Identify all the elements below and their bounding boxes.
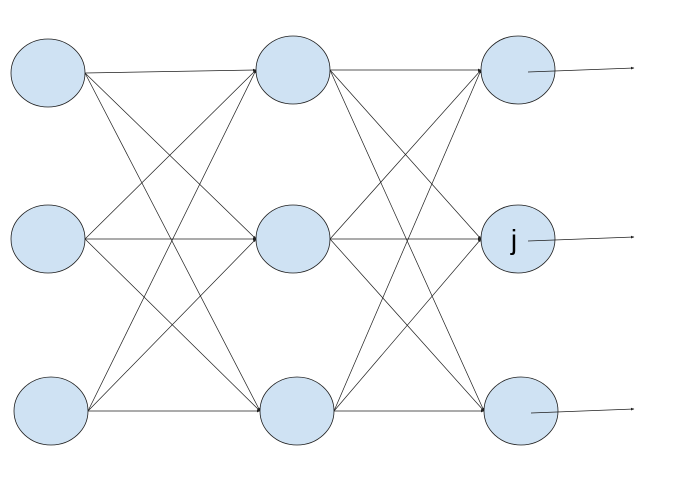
node-layer3-1 xyxy=(480,35,556,105)
node-circle xyxy=(255,204,331,274)
edge-l2n3-l3n1 xyxy=(333,69,482,412)
node-layer3-3 xyxy=(483,376,559,446)
node-layer2-1 xyxy=(255,35,331,105)
node-circle xyxy=(480,35,556,105)
edge-l2n3-l3n2 xyxy=(333,238,482,412)
node-layer1-1 xyxy=(10,38,86,108)
edge-l2n2-l3n3 xyxy=(329,238,485,412)
edge-l1n1-l2n1 xyxy=(84,68,257,74)
edge-l1n2-l2n3 xyxy=(84,238,261,412)
node-circle xyxy=(480,204,556,274)
node-circle xyxy=(10,204,86,274)
node-layer1-2 xyxy=(10,204,86,274)
output-arrow-2 xyxy=(527,235,635,242)
output-arrow-1 xyxy=(527,66,635,73)
nodes: j xyxy=(10,35,635,446)
node-layer3-2: j xyxy=(480,204,556,274)
edge-l2n1-l3n3 xyxy=(329,69,485,412)
node-layer2-2 xyxy=(255,204,331,274)
node-layer2-3 xyxy=(259,376,335,446)
edge-l1n2-l2n1 xyxy=(84,69,257,240)
edge-l1n3-l2n1 xyxy=(87,69,257,412)
node-circle xyxy=(255,35,331,105)
edge-l1n1-l2n3 xyxy=(84,72,261,412)
node-layer1-3 xyxy=(13,376,89,446)
connections xyxy=(84,68,485,413)
edge-l2n2-l3n1 xyxy=(329,69,482,240)
node-circle xyxy=(10,38,86,108)
node-circle xyxy=(483,376,559,446)
node-circle xyxy=(259,376,335,446)
node-label: j xyxy=(510,224,517,255)
node-circle xyxy=(13,376,89,446)
output-arrow-3 xyxy=(530,407,635,414)
edge-l1n3-l2n2 xyxy=(87,238,257,412)
edge-l1n1-l2n2 xyxy=(84,72,257,240)
